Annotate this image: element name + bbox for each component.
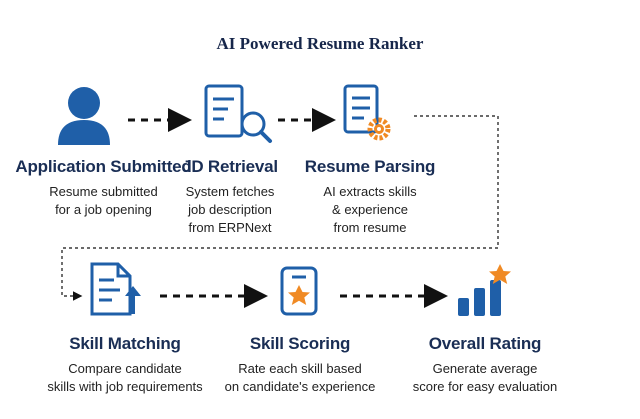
desc-line: on candidate's experience <box>224 379 376 394</box>
step-desc-overall-rating: Generate average score for easy evaluati… <box>400 360 570 396</box>
document-upload-icon <box>90 262 141 316</box>
step-desc-resume-parsing: AI extracts skills & experience from res… <box>300 183 440 237</box>
desc-line: Compare candidate <box>68 361 182 376</box>
bar-chart-star-icon <box>458 264 511 316</box>
desc-line: job description <box>188 202 272 217</box>
document-search-icon <box>204 84 272 143</box>
user-icon <box>58 87 110 145</box>
step-title-resume-parsing: Resume Parsing <box>304 157 436 176</box>
desc-line: Rate each skill based <box>238 361 362 376</box>
desc-line: System fetches <box>185 184 275 199</box>
desc-line: skills with job requirements <box>47 379 203 394</box>
desc-line: from resume <box>333 220 407 235</box>
document-gear-icon <box>343 84 391 141</box>
step-desc-skill-matching: Compare candidate skills with job requir… <box>40 360 210 396</box>
step-title-overall-rating: Overall Rating <box>428 334 542 353</box>
step-title-skill-scoring: Skill Scoring <box>249 334 351 353</box>
step-title-application-submitted: Application Submitted <box>15 157 192 176</box>
step-title-skill-matching: Skill Matching <box>69 334 181 353</box>
desc-line: score for easy evaluation <box>412 379 558 394</box>
step-desc-jd-retrieval: System fetches job description from ERPN… <box>170 183 290 237</box>
desc-line: Generate average <box>432 361 538 376</box>
desc-line: & experience <box>332 202 408 217</box>
flow-connector <box>61 115 499 301</box>
desc-line: for a job opening <box>55 202 152 217</box>
desc-line: AI extracts skills <box>323 184 417 199</box>
diagram-title: AI Powered Resume Ranker <box>216 34 424 53</box>
step-desc-skill-scoring: Rate each skill based on candidate's exp… <box>220 360 380 396</box>
card-star-icon <box>280 266 318 316</box>
desc-line: Resume submitted <box>49 184 158 199</box>
desc-line: from ERPNext <box>188 220 272 235</box>
step-title-jd-retrieval: JD Retrieval <box>182 157 278 176</box>
step-desc-application-submitted: Resume submitted for a job opening <box>0 183 207 219</box>
